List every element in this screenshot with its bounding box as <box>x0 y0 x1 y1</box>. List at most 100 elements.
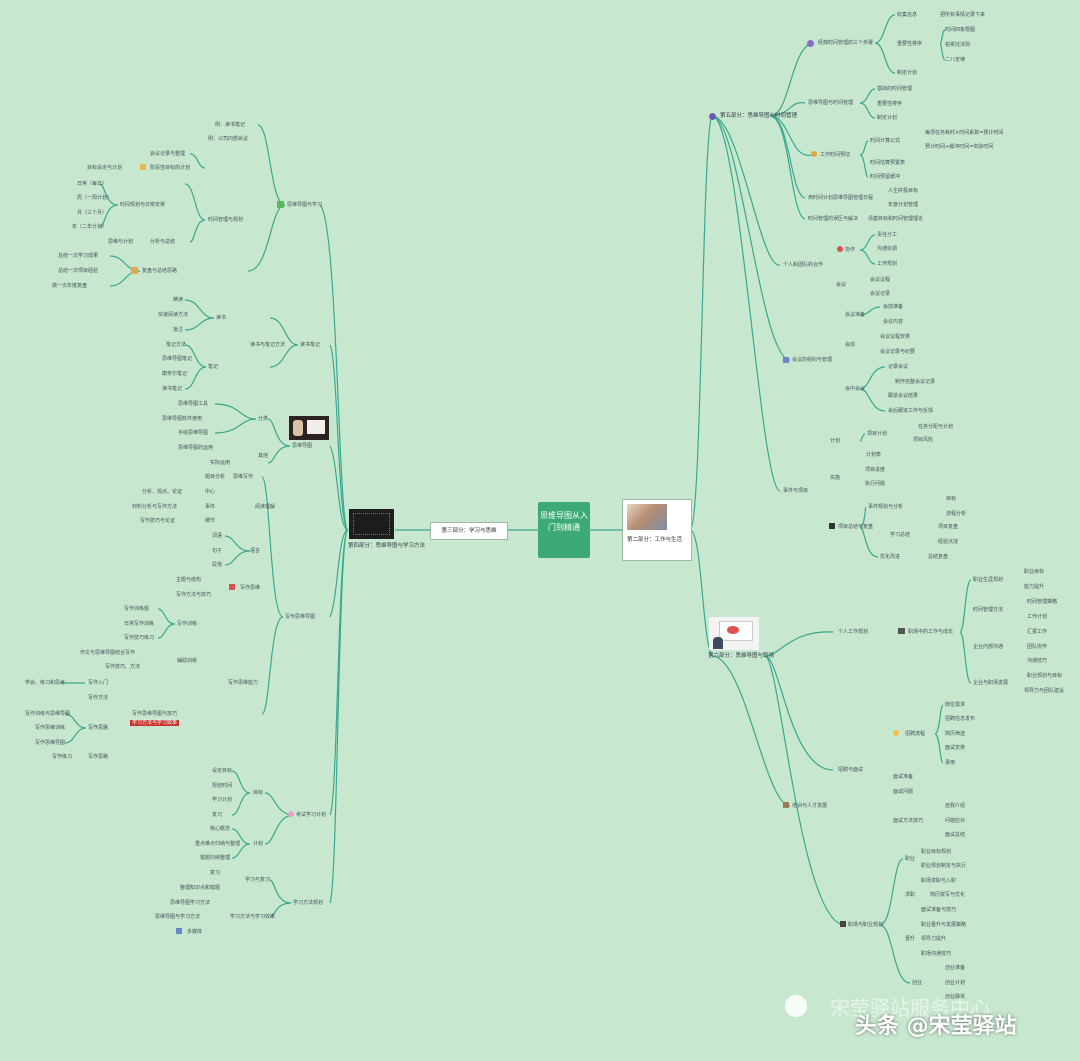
mind-map-node[interactable]: 职业目标 <box>1024 569 1045 575</box>
mind-map-node[interactable]: 学习计划 <box>212 797 233 803</box>
mind-map-node[interactable]: 协作 <box>845 247 856 253</box>
mind-map-node[interactable]: 优化改进 <box>880 554 901 560</box>
mind-map-node[interactable]: 复习 <box>210 870 221 876</box>
mind-map-node[interactable]: 其他 <box>258 453 269 459</box>
mind-map-node[interactable]: 创业计划 <box>945 980 966 986</box>
mind-map-node[interactable]: 创业准备 <box>945 965 966 971</box>
mind-map-node[interactable]: 写作思维能力 <box>228 680 259 686</box>
mind-map-node[interactable]: 经典时间管理的三个步骤 <box>818 40 874 46</box>
mind-map-node[interactable]: 企业内部沟通 <box>973 644 1004 650</box>
mind-map-node[interactable]: 计划 <box>830 438 841 444</box>
mind-map-node[interactable]: 二八定律 <box>945 57 966 63</box>
mind-map-node[interactable]: 读书 <box>216 315 227 321</box>
mind-map-node[interactable]: 核心概念 <box>210 826 231 832</box>
mind-map-node[interactable]: 任务分配与计划 <box>918 424 954 430</box>
mind-map-node[interactable]: 事件 <box>205 504 216 510</box>
mind-map-node[interactable]: 写作思维导图与技巧 <box>132 711 178 717</box>
mind-map-node[interactable]: 材料分析与写作方法 <box>132 504 178 510</box>
mind-map-node[interactable]: 时间四象限图 <box>945 27 976 33</box>
mind-map-node[interactable]: 写作思路 <box>88 725 109 731</box>
mind-map-node[interactable]: 读书与笔记方法 <box>250 342 286 348</box>
mind-map-node[interactable]: 职业规划与目标 <box>1027 673 1063 679</box>
mind-map-node[interactable]: 作文与思维导图结合写作 <box>80 650 136 656</box>
mind-map-node[interactable]: 整理知识点和错题 <box>180 885 221 891</box>
mind-map-node[interactable]: 每项任务耗时×时间系数=预计时间 <box>925 130 1004 136</box>
mind-map-node[interactable]: 细节 <box>205 518 216 524</box>
mind-map-node[interactable]: 职场沟通技巧 <box>921 951 952 957</box>
mind-map-node[interactable]: 康奈尔笔记 <box>162 371 188 377</box>
mind-map-node[interactable]: 会议议程 <box>870 277 891 283</box>
mind-map-node[interactable]: 时间估算预置表 <box>870 160 906 166</box>
mind-map-node[interactable]: 复盘与总结思路 <box>142 268 178 274</box>
mind-map-node[interactable]: 领导力与团队建设 <box>1024 688 1065 694</box>
mind-map-node[interactable]: 简历筛选 <box>945 731 966 737</box>
mind-map-node[interactable]: 实际运用 <box>210 460 231 466</box>
mind-map-node[interactable]: 执行问题 <box>865 481 886 487</box>
mind-map-node[interactable]: 工作计划 <box>1027 614 1048 620</box>
mind-map-node[interactable]: 年度计划管理 <box>888 202 919 208</box>
mind-map-node[interactable]: 制作完整会议记录 <box>895 379 936 385</box>
mind-map-node[interactable]: 写作思维导图 <box>35 740 66 746</box>
mind-map-node[interactable]: 目标 <box>253 790 264 796</box>
mind-map-node[interactable]: 思维导图与学习 <box>287 202 323 208</box>
mind-map-node[interactable]: 目标 <box>946 496 957 502</box>
mind-map-node[interactable]: 职场与职业规划 <box>848 922 884 928</box>
mind-map-node[interactable]: 思维导图笔记 <box>162 356 193 362</box>
mind-map-node[interactable]: 企业与职场发展 <box>973 680 1009 686</box>
mind-map-node[interactable]: 考试学习计划 <box>296 812 327 818</box>
mind-map-node[interactable]: 思维导图的运用 <box>178 445 214 451</box>
mind-map-node[interactable]: 面试安排 <box>945 745 966 751</box>
mind-map-node[interactable]: 责任分工 <box>877 232 898 238</box>
mind-map-node[interactable]: 年（二年计划） <box>72 224 108 230</box>
mind-map-node[interactable]: 时间管理与规划 <box>208 217 244 223</box>
mind-map-node[interactable]: 帕累托法则 <box>945 42 971 48</box>
mind-map-node[interactable]: 能力提升 <box>1024 584 1045 590</box>
mind-map-node[interactable]: 思维导图学习方法 <box>170 900 211 906</box>
mind-map-node[interactable]: 工作规划 <box>877 261 898 267</box>
mind-map-node[interactable]: 岗位需求 <box>945 702 966 708</box>
mind-map-node[interactable]: 晋升 <box>905 936 916 942</box>
mind-map-node[interactable]: 沟通协调 <box>877 246 898 252</box>
mind-map-node[interactable]: 笔记 <box>208 364 219 370</box>
mind-map-node[interactable]: 学习与复习 <box>245 877 271 883</box>
mind-map-node[interactable]: 把所有事情记录下来 <box>940 12 986 18</box>
mind-map-node[interactable]: 周（一周计划） <box>77 195 113 201</box>
mind-map-node[interactable]: 时间管理方法 <box>973 607 1004 613</box>
mind-map-node[interactable]: 创业融资 <box>945 994 966 1000</box>
mind-map-node[interactable]: 第五部分：思维导图与时间管理 <box>720 113 798 119</box>
mind-map-node[interactable]: 写作思维 <box>240 585 261 591</box>
mind-map-node[interactable]: 项目风险 <box>913 437 934 443</box>
mind-map-node[interactable]: 团队协作 <box>1027 644 1048 650</box>
mind-map-node[interactable]: 月（三个月） <box>77 210 108 216</box>
mind-map-node[interactable]: 分析与总结 <box>150 239 176 245</box>
mind-map-node[interactable]: 批注 <box>173 327 184 333</box>
mind-map-node[interactable]: 会议准备 <box>845 312 866 318</box>
mind-map-node[interactable]: 例：公司内部会议 <box>208 136 249 142</box>
mind-map-node[interactable]: 预计时间+缓冲时间=实际时间 <box>925 144 994 150</box>
mind-map-node[interactable]: 面试准备 <box>893 774 914 780</box>
mind-map-node[interactable]: 规划时间 <box>212 783 233 789</box>
mind-map-node[interactable]: 项目计划 <box>867 431 888 437</box>
mind-map-node[interactable]: 求职 <box>905 892 916 898</box>
mind-map-node[interactable]: 项目总结与复盘 <box>838 524 874 530</box>
right-main-node[interactable]: 第二部分：工作与生活 <box>622 499 692 561</box>
mind-map-node[interactable]: 职业 <box>905 856 916 862</box>
mind-map-node[interactable]: 经验沉淀 <box>938 539 959 545</box>
mind-map-node[interactable]: 招聘与面试 <box>838 767 864 773</box>
mind-map-node[interactable]: 时间管理的误区与解决 <box>808 216 859 222</box>
mind-map-node[interactable]: 招聘信息发布 <box>945 716 976 722</box>
mind-map-node[interactable]: 写作技巧、方法 <box>105 664 141 670</box>
mind-map-node[interactable]: 例：读书笔记 <box>215 122 246 128</box>
mind-map-node[interactable]: 时间规划与日常安排 <box>120 202 166 208</box>
central-node[interactable]: 思维导图从入门到精通 <box>538 502 590 558</box>
mind-map-node[interactable]: 会议记录与整理 <box>150 151 186 157</box>
mind-map-node[interactable]: 会前 <box>845 342 856 348</box>
mind-map-node[interactable]: 会中会议 <box>845 386 866 392</box>
mind-map-node[interactable]: 计划表 <box>866 452 882 458</box>
mind-map-node[interactable]: 手绘思维导图 <box>178 430 209 436</box>
mind-map-node[interactable]: 重点难点归纳与整理 <box>195 841 241 847</box>
mind-map-node[interactable]: 项目复盘 <box>938 524 959 530</box>
mind-map-node[interactable]: 中心 <box>205 489 216 495</box>
mind-map-node[interactable]: 汇报工作 <box>1027 629 1048 635</box>
mind-map-node[interactable]: 写作思维导图 <box>285 614 316 620</box>
